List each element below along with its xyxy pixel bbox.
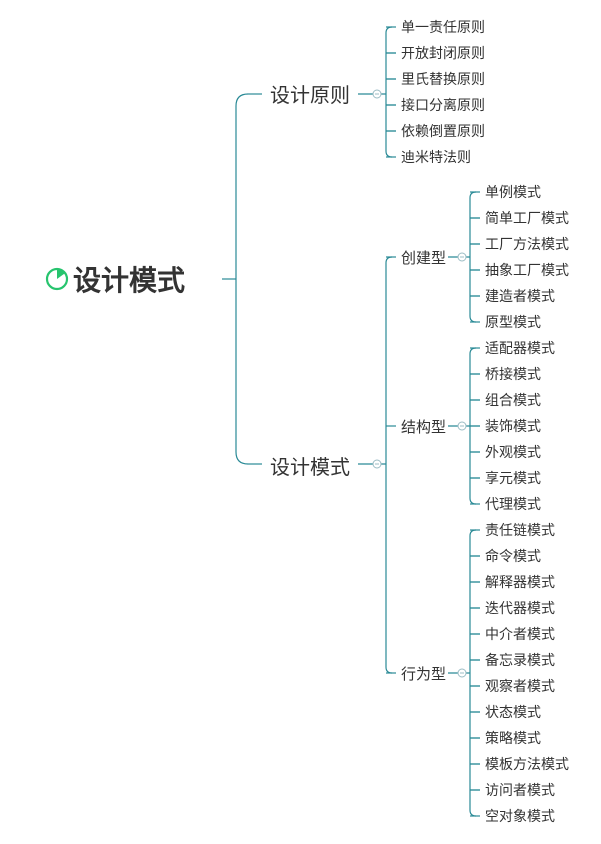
group-collapse-toggle[interactable] — [457, 668, 467, 678]
leaf-node[interactable]: 外观模式 — [485, 445, 541, 461]
leaf-node[interactable]: 简单工厂模式 — [485, 210, 569, 227]
leaf-node[interactable]: 工厂方法模式 — [485, 237, 569, 253]
leaf-node[interactable]: 访问者模式 — [485, 783, 555, 799]
leaf-node[interactable]: 迭代器模式 — [485, 601, 555, 617]
leaf-node[interactable]: 空对象模式 — [485, 809, 555, 825]
leaf-node[interactable]: 建造者模式 — [485, 289, 555, 305]
leaf-node[interactable]: 享元模式 — [485, 470, 541, 487]
collapse-toggles — [372, 89, 467, 678]
leaf-node[interactable]: 策略模式 — [485, 730, 541, 747]
leaf-node[interactable]: 代理模式 — [485, 497, 541, 513]
root-label: 设计模式 — [73, 264, 185, 297]
branch-patterns-label[interactable]: 设计模式 — [270, 455, 350, 479]
leaf-node[interactable]: 开放封闭原则 — [401, 46, 485, 62]
leaf-node[interactable]: 状态模式 — [485, 705, 541, 721]
branch-principles-label[interactable]: 设计原则 — [270, 83, 350, 107]
leaf-node[interactable]: 依赖倒置原则 — [401, 124, 485, 140]
group-bracket — [469, 191, 477, 323]
group-bracket — [469, 529, 477, 817]
leaf-node[interactable]: 解释器模式 — [485, 575, 555, 591]
group-collapse-toggle[interactable] — [457, 421, 467, 431]
leaf-node[interactable]: 适配器模式 — [485, 341, 555, 357]
leaf-node[interactable]: 桥接模式 — [485, 366, 541, 383]
leaf-node[interactable]: 单例模式 — [485, 185, 541, 201]
patterns-collapse-toggle[interactable] — [372, 459, 382, 469]
patterns-bracket — [385, 256, 393, 674]
root-bracket — [235, 93, 249, 465]
leaf-node[interactable]: 单一责任原则 — [401, 20, 485, 36]
group-behavioral-label[interactable]: 行为型 — [401, 665, 446, 683]
group-structural-label[interactable]: 结构型 — [401, 418, 446, 436]
principles-bracket — [385, 26, 393, 158]
progress-ring-icon — [45, 267, 69, 291]
leaf-node[interactable]: 命令模式 — [485, 548, 541, 565]
leaf-node[interactable]: 装饰模式 — [485, 419, 541, 435]
leaf-node[interactable]: 中介者模式 — [485, 627, 555, 643]
leaf-node[interactable]: 迪米特法则 — [401, 150, 471, 166]
leaf-node[interactable]: 责任链模式 — [485, 523, 555, 539]
root-node[interactable]: 设计模式 — [45, 264, 185, 297]
leaf-node[interactable]: 接口分离原则 — [401, 97, 485, 114]
group-creational-label[interactable]: 创建型 — [401, 249, 446, 267]
leaf-node[interactable]: 模板方法模式 — [485, 757, 569, 773]
group-collapse-toggle[interactable] — [457, 252, 467, 262]
leaf-node[interactable]: 抽象工厂模式 — [485, 263, 569, 279]
principles-collapse-toggle[interactable] — [372, 89, 382, 99]
leaf-node[interactable]: 原型模式 — [485, 315, 541, 331]
leaf-node[interactable]: 里氏替换原则 — [401, 71, 485, 88]
leaf-node[interactable]: 备忘录模式 — [485, 652, 555, 669]
leaf-node[interactable]: 观察者模式 — [485, 678, 555, 695]
leaf-node[interactable]: 组合模式 — [485, 393, 541, 409]
connector-lines — [222, 26, 480, 817]
leaf-nodes: 单一责任原则开放封闭原则里氏替换原则接口分离原则依赖倒置原则迪米特法则单例模式简… — [401, 20, 569, 825]
